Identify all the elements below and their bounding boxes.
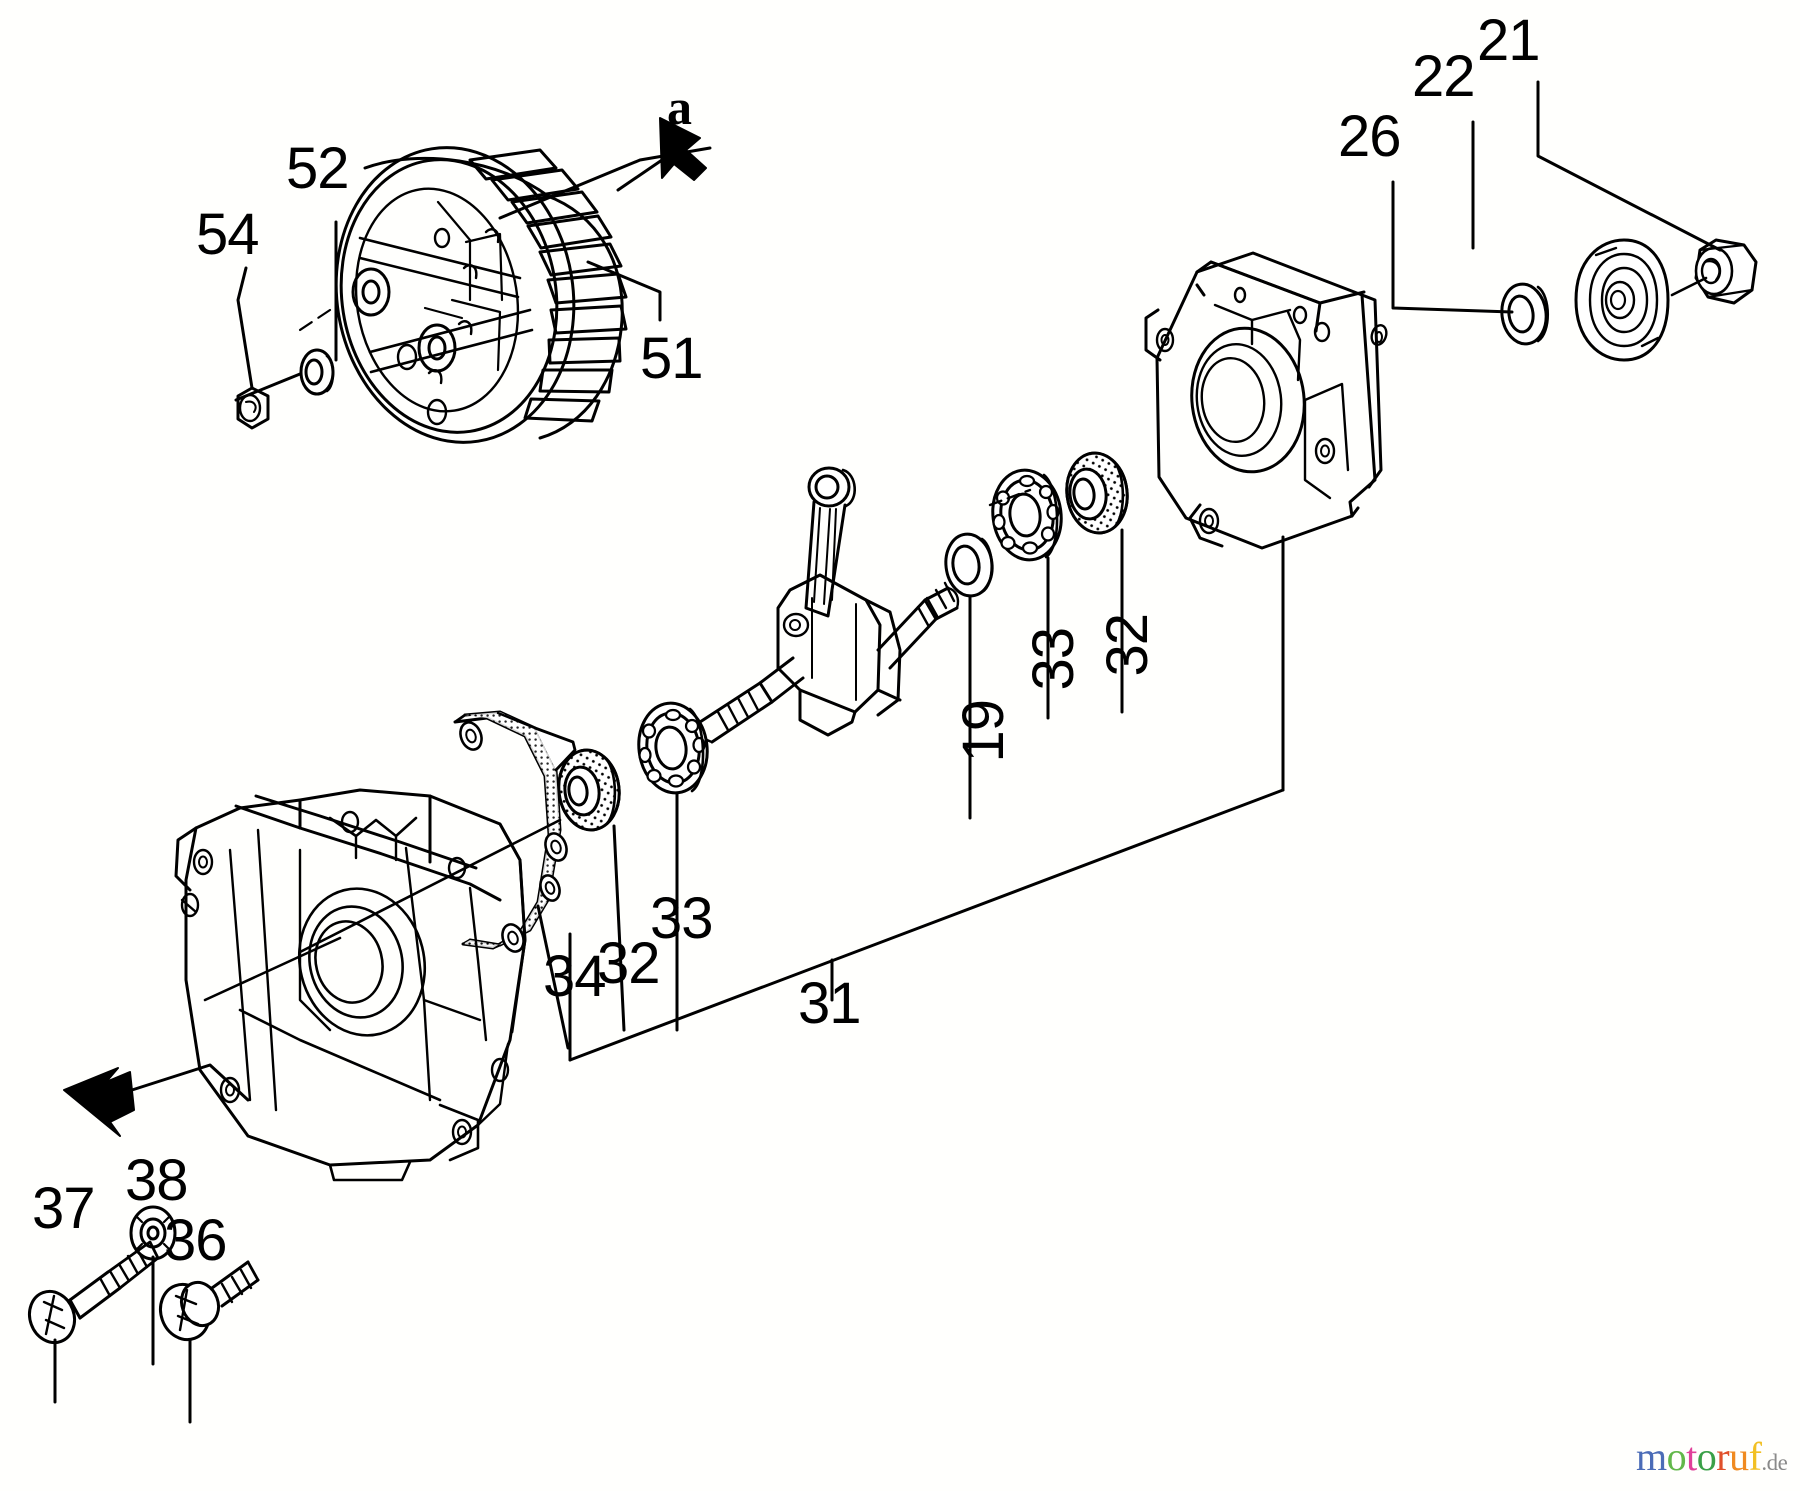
callout-36: 36 xyxy=(164,1208,228,1273)
nut-part-21 xyxy=(1670,238,1758,305)
callout-33-left: 33 xyxy=(650,886,714,951)
washer-part-26 xyxy=(1500,282,1549,346)
callout-38: 38 xyxy=(125,1148,189,1213)
washer-part-19 xyxy=(944,532,994,598)
watermark-letter-t: t xyxy=(1686,1434,1697,1479)
arrow-left-pointer xyxy=(63,1063,250,1137)
callout-51: 51 xyxy=(640,326,704,391)
leader-lines xyxy=(53,80,1722,1424)
ball-bearing-part-33-right xyxy=(988,468,1063,562)
motoruf-watermark: motoruf.de xyxy=(1636,1434,1788,1479)
callout-54: 54 xyxy=(196,202,260,267)
callout-31: 31 xyxy=(798,971,862,1036)
flywheel-part-51 xyxy=(298,146,628,444)
callout-32-right: 32 xyxy=(1095,614,1160,677)
crankshaft-part-31 xyxy=(695,466,960,744)
callout-34: 34 xyxy=(543,944,607,1009)
callout-arrow-a-label: a xyxy=(667,79,692,135)
screw-part-37 xyxy=(27,1240,160,1345)
callout-33-right: 33 xyxy=(1021,628,1086,691)
oil-seal-part-32-left xyxy=(557,748,621,832)
arrow-a xyxy=(616,117,707,192)
watermark-letter-o1: o xyxy=(1666,1434,1687,1479)
crankcase-right-housing xyxy=(1144,251,1388,550)
watermark-letter-u: u xyxy=(1729,1434,1749,1479)
gasket-part-34 xyxy=(453,710,577,953)
watermark-suffix: .de xyxy=(1761,1450,1788,1475)
callout-19: 19 xyxy=(951,700,1016,763)
callout-32-left: 32 xyxy=(597,931,661,996)
screw-part-36 xyxy=(158,1260,260,1342)
watermark-letter-f: f xyxy=(1748,1434,1762,1479)
callout-22: 22 xyxy=(1412,44,1476,109)
watermark-letter-m: m xyxy=(1636,1434,1667,1479)
ball-bearing-part-33-left xyxy=(637,701,709,795)
watermark-letter-o2: o xyxy=(1696,1434,1717,1479)
callout-52: 52 xyxy=(286,136,350,201)
callout-37: 37 xyxy=(32,1176,96,1241)
clutch-pulley-part-22 xyxy=(1574,238,1670,362)
crankcase-left-housing xyxy=(174,788,562,1182)
oil-seal-part-32-right xyxy=(1065,451,1129,535)
watermark-letter-r: r xyxy=(1716,1434,1730,1479)
callout-26: 26 xyxy=(1338,104,1402,169)
washer-part-52 xyxy=(299,348,335,396)
callout-21: 21 xyxy=(1477,8,1541,73)
